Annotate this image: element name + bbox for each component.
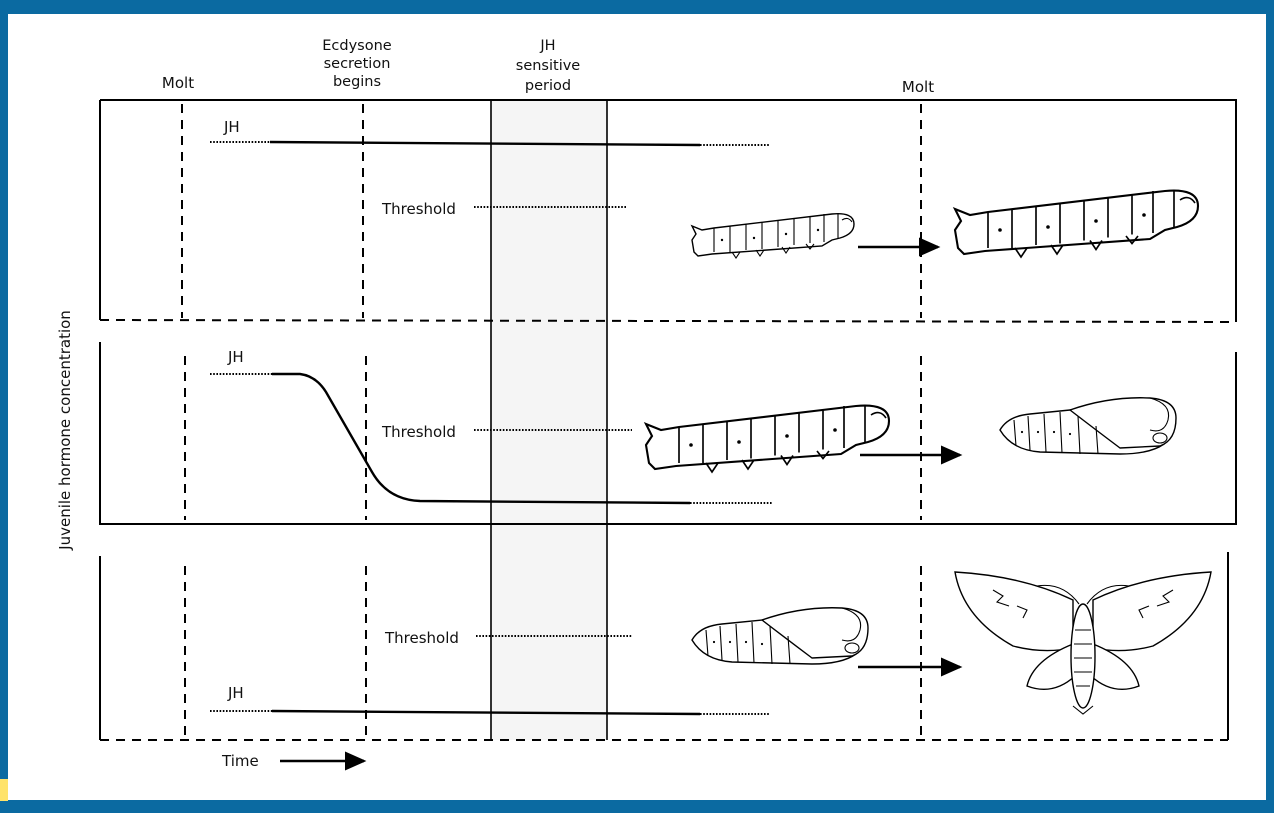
sensitive-period-shading [491, 100, 607, 740]
header-molt-left: Molt [162, 74, 194, 92]
header-ecdysone-3: begins [333, 74, 381, 90]
corner-accent [0, 779, 8, 801]
panel-2: JH Threshold [100, 322, 1236, 524]
larva-icon [955, 191, 1198, 257]
header-ecdysone-2: secretion [324, 56, 391, 72]
header-molt-right: Molt [902, 78, 934, 96]
larva-icon [646, 406, 889, 472]
jh-diagram: Molt Ecdysone secretion begins JH sensit… [8, 14, 1266, 800]
panel-3-threshold-label: Threshold [384, 629, 459, 647]
header-jh-sensitive-2: sensitive [516, 58, 581, 74]
header-jh-sensitive-3: period [525, 78, 571, 94]
pupa-icon [1000, 398, 1176, 454]
header-jh-sensitive-1: JH [539, 38, 555, 54]
panel-1: JH Threshold [100, 100, 1236, 322]
x-axis-label: Time [221, 752, 259, 770]
larva-icon [692, 214, 854, 258]
pupa-icon [692, 608, 868, 664]
moth-icon [955, 572, 1211, 714]
panel-3-jh-label: JH [227, 684, 244, 702]
panel-2-threshold-label: Threshold [381, 423, 456, 441]
panel-1-threshold-label: Threshold [381, 200, 456, 218]
panel-1-jh-label: JH [223, 118, 240, 136]
panel-2-jh-label: JH [227, 348, 244, 366]
header-ecdysone-1: Ecdysone [322, 38, 392, 54]
y-axis-label: Juvenile hormone concentration [56, 310, 74, 551]
figure-frame: Molt Ecdysone secretion begins JH sensit… [8, 14, 1266, 800]
panel-3: JH Threshold [100, 524, 1228, 740]
